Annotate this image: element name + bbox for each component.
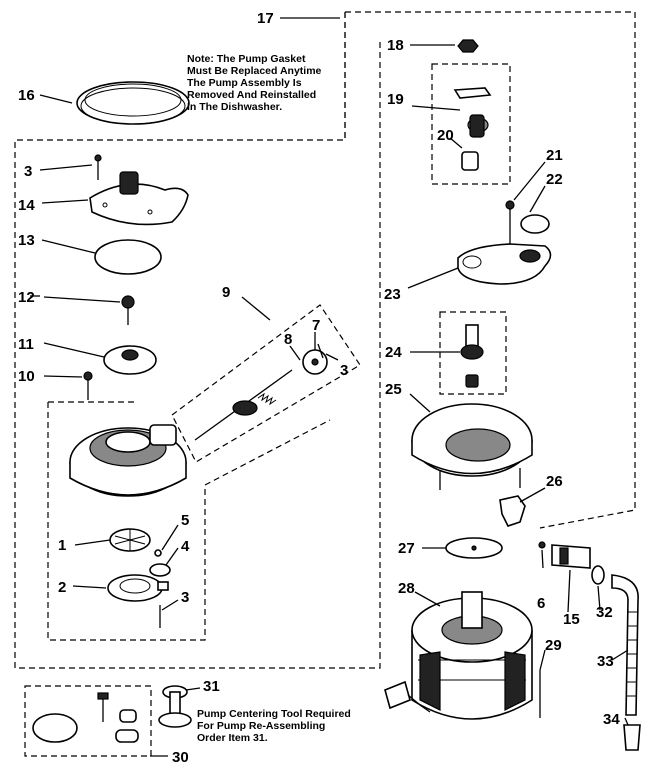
hose-fitting-15[interactable] bbox=[551, 544, 591, 569]
label-11: 11 bbox=[18, 336, 34, 353]
drive-shaft-24[interactable] bbox=[460, 324, 484, 388]
bolt-12[interactable] bbox=[121, 295, 135, 325]
kit-30-parts[interactable] bbox=[32, 692, 139, 743]
label-16: 16 bbox=[18, 87, 35, 104]
note-line: Pump Centering Tool Required bbox=[197, 708, 351, 720]
note-line: Order Item 31. bbox=[197, 732, 268, 744]
screw-10[interactable] bbox=[83, 371, 93, 400]
label-4: 4 bbox=[181, 538, 190, 555]
filter-screen-1[interactable] bbox=[109, 528, 151, 552]
label-34: 34 bbox=[603, 711, 620, 728]
label-3-right: 3 bbox=[340, 362, 348, 379]
impeller-11[interactable] bbox=[103, 345, 157, 375]
screw-3-upper[interactable] bbox=[94, 154, 102, 180]
motor-28[interactable] bbox=[384, 591, 533, 720]
mounting-plate-23[interactable] bbox=[457, 243, 552, 285]
slinger-27[interactable] bbox=[445, 537, 503, 559]
centering-tool-31[interactable] bbox=[158, 685, 192, 728]
label-13: 13 bbox=[18, 232, 35, 249]
label-24: 24 bbox=[385, 344, 402, 361]
label-12: 12 bbox=[18, 289, 35, 306]
label-22: 22 bbox=[546, 171, 563, 188]
label-30: 30 bbox=[172, 749, 189, 766]
hose-end-34[interactable] bbox=[623, 724, 641, 751]
label-29: 29 bbox=[545, 637, 562, 654]
solenoid-valve-9[interactable] bbox=[194, 349, 328, 441]
note-line: Must Be Replaced Anytime bbox=[187, 65, 322, 77]
pump-housing[interactable] bbox=[69, 424, 187, 497]
leader-lines bbox=[30, 17, 629, 757]
label-31: 31 bbox=[203, 678, 220, 695]
label-6: 6 bbox=[537, 595, 545, 612]
pump-gasket-16[interactable] bbox=[76, 81, 190, 125]
label-25: 25 bbox=[385, 381, 402, 398]
note-line: Removed And Reinstalled bbox=[187, 89, 316, 101]
label-18: 18 bbox=[387, 37, 404, 54]
group-outlines bbox=[14, 11, 636, 757]
label-8: 8 bbox=[284, 331, 292, 348]
clip-26[interactable] bbox=[499, 495, 526, 527]
shaft-coupler-19[interactable] bbox=[453, 87, 492, 138]
retainer-2[interactable] bbox=[107, 574, 169, 602]
label-3-upper: 3 bbox=[24, 163, 32, 180]
note-line: The Pump Assembly Is bbox=[187, 77, 302, 89]
grommet-22[interactable] bbox=[520, 214, 550, 234]
label-20: 20 bbox=[437, 127, 454, 144]
label-14: 14 bbox=[18, 197, 35, 214]
ball-5[interactable] bbox=[154, 549, 162, 557]
label-28: 28 bbox=[398, 580, 415, 597]
part-number-labels: 17 18 16 19 20 21 3 22 14 13 9 23 12 7 8… bbox=[18, 10, 620, 766]
label-17: 17 bbox=[257, 10, 274, 27]
label-7: 7 bbox=[312, 317, 320, 334]
nut-18[interactable] bbox=[457, 39, 479, 53]
label-5: 5 bbox=[181, 512, 189, 529]
note-line: Note: The Pump Gasket bbox=[187, 53, 306, 65]
note-line: For Pump Re-Assembling bbox=[197, 720, 325, 732]
label-33: 33 bbox=[597, 653, 614, 670]
clamp-32[interactable] bbox=[591, 565, 605, 585]
label-10: 10 bbox=[18, 368, 35, 385]
note-line: In The Dishwasher. bbox=[187, 101, 282, 113]
label-27: 27 bbox=[398, 540, 415, 557]
label-21: 21 bbox=[546, 147, 563, 164]
label-9: 9 bbox=[222, 284, 230, 301]
motor-mount-25[interactable] bbox=[411, 403, 533, 490]
note-centering-tool: Pump Centering Tool Required For Pump Re… bbox=[197, 708, 351, 744]
label-32: 32 bbox=[596, 604, 613, 621]
label-19: 19 bbox=[387, 91, 404, 108]
pump-cover-14[interactable] bbox=[89, 171, 189, 226]
label-1: 1 bbox=[58, 537, 66, 554]
label-23: 23 bbox=[384, 286, 401, 303]
label-3-lower: 3 bbox=[181, 589, 189, 606]
seal-ring-13[interactable] bbox=[94, 239, 162, 275]
label-15: 15 bbox=[563, 611, 580, 628]
o-ring-4[interactable] bbox=[149, 563, 171, 577]
label-26: 26 bbox=[546, 473, 563, 490]
washer-6[interactable] bbox=[538, 541, 546, 549]
drain-hose-33[interactable] bbox=[611, 574, 639, 716]
bearing-20[interactable] bbox=[461, 151, 479, 171]
note-pump-gasket: Note: The Pump Gasket Must Be Replaced A… bbox=[187, 53, 322, 113]
label-2: 2 bbox=[58, 579, 66, 596]
